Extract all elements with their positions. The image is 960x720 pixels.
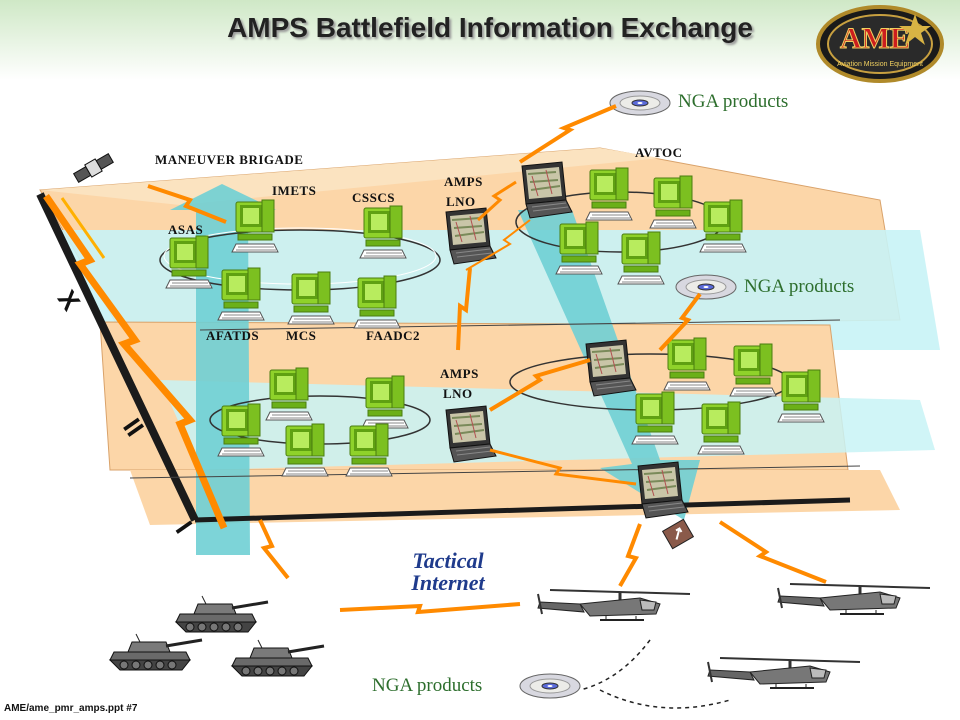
computer-icon xyxy=(555,221,603,275)
mcs-label: MCS xyxy=(286,328,317,343)
helicopter-icon xyxy=(776,582,932,616)
csscs-label: CSSCS xyxy=(352,190,395,205)
avtoc-label: AVTOC xyxy=(635,145,683,160)
computer-icon xyxy=(777,369,825,423)
computer-icon xyxy=(649,175,697,229)
logo-big-text: AME xyxy=(840,22,910,55)
computer-icon xyxy=(165,235,213,289)
afatds-label: AFATDS xyxy=(206,328,260,343)
computer-icon xyxy=(699,199,747,253)
middle-band xyxy=(60,230,940,350)
tank-icon xyxy=(174,594,270,634)
computer-icon xyxy=(353,275,401,329)
cd-icon xyxy=(519,673,581,699)
amps-lno-top-line2: LNO xyxy=(446,194,476,209)
title-band xyxy=(0,0,960,80)
computer-icon xyxy=(631,391,679,445)
maneuver-brigade-label: MANEUVER BRIGADE xyxy=(155,152,304,167)
helicopter-icon xyxy=(536,588,692,622)
amps-lno-mid-line1: AMPS xyxy=(440,366,479,381)
satellite-icon xyxy=(72,152,114,184)
tactical-internet-label: Tactical Internet xyxy=(388,550,508,594)
device-icon xyxy=(661,518,695,550)
amps-lno-top-line1: AMPS xyxy=(444,174,483,189)
computer-icon xyxy=(729,343,777,397)
cd-icon xyxy=(609,90,671,116)
computer-icon xyxy=(265,367,313,421)
asas-label: ASAS xyxy=(168,222,204,237)
computer-icon xyxy=(663,337,711,391)
computer-icon xyxy=(217,403,265,457)
computer-icon xyxy=(617,231,665,285)
tactical-internet-line1: Tactical xyxy=(412,548,484,573)
nga-products-label: NGA products xyxy=(744,276,855,297)
computer-icon xyxy=(361,375,409,429)
amps-lno-mid-line2: LNO xyxy=(443,386,473,401)
computer-icon xyxy=(231,199,279,253)
tactical-internet-line2: Internet xyxy=(411,570,485,595)
helicopter-icon xyxy=(706,656,862,690)
ame-logo: AME Aviation Mission Equipment xyxy=(816,5,944,83)
computer-icon xyxy=(585,167,633,221)
computer-icon xyxy=(697,401,745,455)
footer-slide-ref: AME/ame_pmr_amps.ppt #7 xyxy=(4,703,138,714)
tank-icon xyxy=(230,638,326,678)
lightning-links xyxy=(147,104,827,615)
page-title: AMPS Battlefield Information Exchange xyxy=(227,12,753,43)
logo-ring-text: Aviation Mission Equipment xyxy=(837,61,923,68)
computer-icon xyxy=(217,267,265,321)
imets-label: IMETS xyxy=(272,183,317,198)
tank-icon xyxy=(108,632,204,672)
computer-icon xyxy=(345,423,393,477)
computer-icon xyxy=(359,205,407,259)
computer-icon xyxy=(287,271,335,325)
faadc2-label: FAADC2 xyxy=(366,328,421,343)
nga-products-label: NGA products xyxy=(372,675,483,696)
nga-products-label: NGA products xyxy=(678,91,789,112)
computer-icon xyxy=(281,423,329,477)
cd-icon xyxy=(675,274,737,300)
